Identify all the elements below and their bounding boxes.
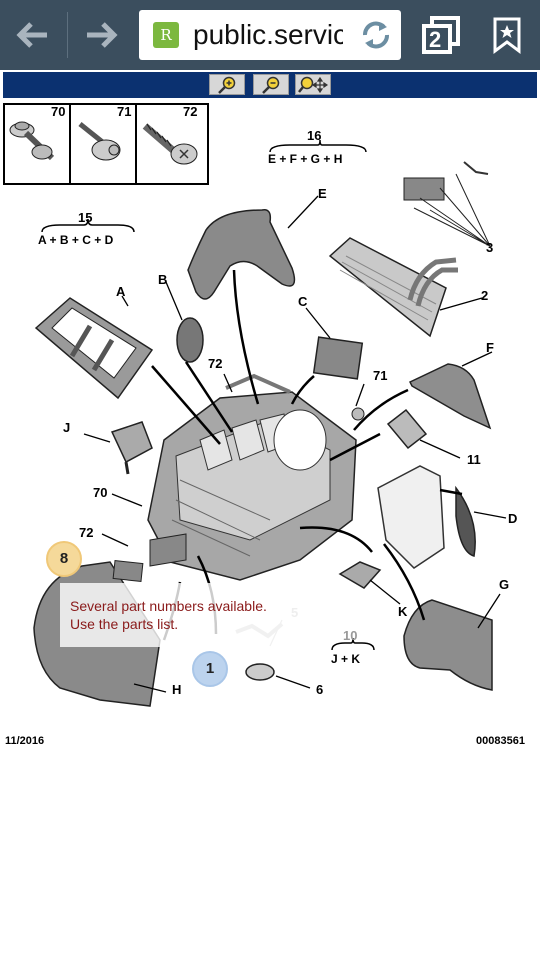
callout-K: K [398,604,408,619]
site-favicon: R [153,22,179,48]
main-housing [147,373,357,581]
part-8-block [112,560,144,582]
tooltip-line-2: Use the parts list. [70,616,179,632]
tooltip-line-1: Several part numbers available. [70,598,267,614]
zoom-out-button[interactable] [253,74,289,95]
group-10-formula: J + K [331,652,361,666]
parts-tooltip: Several part numbers available. Use the … [60,583,310,647]
bookmark-button[interactable] [492,16,522,54]
refresh-icon[interactable] [359,18,393,52]
screw-label-72: 72 [183,104,198,119]
group-15-formula: A + B + C + D [38,233,114,247]
callout-F: F [486,340,494,355]
callout-2: 2 [481,288,489,303]
callout-C: C [298,294,308,309]
part-8-marker[interactable]: 8 [46,541,82,577]
address-bar[interactable]: R public.service [139,10,401,60]
part-e-shape [187,209,296,300]
callout-72-bottom: 72 [79,525,94,540]
browser-toolbar: R public.service 2 [0,0,540,70]
group-10-number: 10 [343,628,358,643]
part-f-duct [408,363,492,430]
tab-count: 2 [429,27,442,52]
callout-3: 3 [486,240,494,255]
screw-71-icon [78,122,121,161]
pan-button[interactable] [295,74,331,95]
back-button[interactable] [8,10,58,60]
callout-D: D [508,511,518,526]
zoom-in-icon [218,76,236,94]
zoom-in-button[interactable] [209,74,245,95]
part-11-gasket [386,408,428,450]
part-3-connector [403,161,491,247]
diagram-doc-number: 00083561 [476,735,525,747]
forward-button[interactable] [76,10,126,60]
callout-A: A [116,284,126,299]
part-a-filter [34,297,154,400]
screw-boxes [3,103,209,185]
callout-6: 6 [316,682,324,697]
forward-arrow-icon [87,22,118,48]
group-brackets [41,139,375,651]
screw-70-icon [9,121,55,161]
part-cover [377,465,445,569]
callout-H: H [172,682,182,697]
part-c-pad [312,336,364,380]
tabs-button[interactable]: 2 [420,12,464,56]
tabs-icon [422,16,460,54]
part-j-actuator [110,421,153,475]
part-6-grommet [245,663,275,681]
part-1-marker[interactable]: 1 [192,651,228,687]
part-2-heater [328,237,458,338]
group-16-formula: E + F + G + H [268,152,343,166]
part-g-duct [403,599,493,691]
back-arrow-icon [16,22,47,48]
url-text: public.service [193,19,343,50]
group-15-number: 15 [78,210,93,225]
part-k-module [338,561,382,589]
screw-72-icon [142,123,198,165]
part-b-disc [176,317,204,363]
callout-70: 70 [93,485,108,500]
screw-label-71: 71 [117,104,132,119]
callout-71: 71 [373,368,388,383]
callout-11: 11 [467,452,481,467]
callout-72-top: 72 [208,356,223,371]
part-71-washer [351,407,365,421]
bookmark-star-icon [493,17,521,54]
parts-diagram [3,103,507,707]
toolbar-divider [67,12,68,58]
diagram-date: 11/2016 [5,735,45,747]
viewer-toolbar [3,72,537,98]
callout-B: B [158,272,168,287]
callout-E: E [318,186,327,201]
callout-J: J [63,420,71,435]
group-16-number: 16 [307,128,322,143]
screw-label-70: 70 [51,104,66,119]
zoom-out-icon [262,76,280,94]
callout-G: G [499,577,510,592]
pan-icon [298,76,328,93]
leader-lines [83,195,507,693]
part-d-seal [455,485,476,557]
